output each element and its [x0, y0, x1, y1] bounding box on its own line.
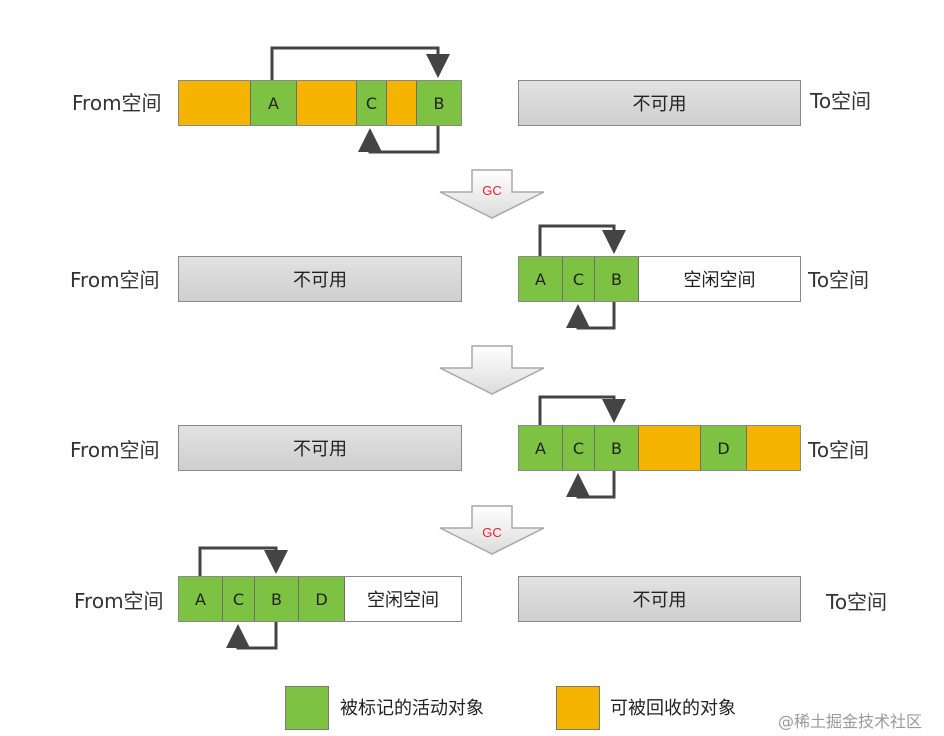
reference-arrow-a-to-b — [198, 546, 288, 576]
live-object-c: C — [357, 81, 387, 125]
from-space-label: From空间 — [70, 268, 160, 292]
reference-arrow-a-to-b — [270, 46, 450, 80]
garbage-object — [747, 426, 800, 470]
reference-arrow-b-to-c — [566, 471, 616, 499]
live-object-c: C — [563, 426, 595, 470]
live-object-c: C — [563, 257, 595, 301]
live-object-b: B — [417, 81, 461, 125]
gc-label: GC — [482, 183, 502, 198]
legend-garbage-swatch — [556, 686, 600, 730]
to-space-label: To空间 — [826, 590, 888, 614]
live-object-b: B — [595, 257, 639, 301]
live-object-a: A — [179, 577, 223, 621]
live-object-a: A — [519, 257, 563, 301]
from-space-memory: A C B D 空闲空间 — [178, 576, 462, 622]
watermark: @稀土掘金技术社区 — [778, 712, 923, 731]
garbage-object — [179, 81, 251, 125]
to-space-memory: A C B 空闲空间 — [518, 256, 801, 302]
live-object-b: B — [255, 577, 299, 621]
from-space-unavailable: 不可用 — [178, 256, 462, 302]
garbage-object — [297, 81, 357, 125]
reference-arrow-b-to-c — [566, 302, 616, 330]
legend-live-swatch — [285, 686, 329, 730]
from-space-label: From空间 — [74, 589, 164, 613]
free-space: 空闲空间 — [345, 577, 461, 621]
garbage-object — [387, 81, 417, 125]
flow-down-arrow-2 — [439, 345, 545, 395]
to-space-label: To空间 — [808, 438, 870, 462]
to-space-unavailable: 不可用 — [518, 576, 801, 622]
live-object-a: A — [519, 426, 563, 470]
from-space-label: From空间 — [72, 91, 162, 115]
live-object-a: A — [251, 81, 297, 125]
legend-live-label: 被标记的活动对象 — [340, 698, 484, 719]
legend-garbage-label: 可被回收的对象 — [610, 698, 736, 719]
reference-arrow-a-to-b — [538, 224, 626, 256]
flow-down-arrow-3 — [439, 505, 545, 555]
live-object-d: D — [701, 426, 747, 470]
to-space-unavailable: 不可用 — [518, 80, 801, 126]
reference-arrow-b-to-c — [226, 622, 278, 650]
live-object-b: B — [595, 426, 639, 470]
to-space-memory: A C B D — [518, 425, 801, 471]
to-space-label: To空间 — [808, 268, 870, 292]
to-space-label: To空间 — [810, 89, 872, 113]
from-space-label: From空间 — [70, 438, 160, 462]
flow-down-arrow-1 — [439, 169, 545, 219]
free-space: 空闲空间 — [639, 257, 800, 301]
live-object-c: C — [223, 577, 255, 621]
gc-label: GC — [482, 525, 502, 540]
reference-arrow-a-to-b — [538, 395, 626, 425]
live-object-d: D — [299, 577, 345, 621]
reference-arrow-b-to-c — [358, 126, 440, 154]
from-space-unavailable: 不可用 — [178, 425, 462, 471]
from-space-memory: A C B — [178, 80, 462, 126]
garbage-object — [639, 426, 701, 470]
